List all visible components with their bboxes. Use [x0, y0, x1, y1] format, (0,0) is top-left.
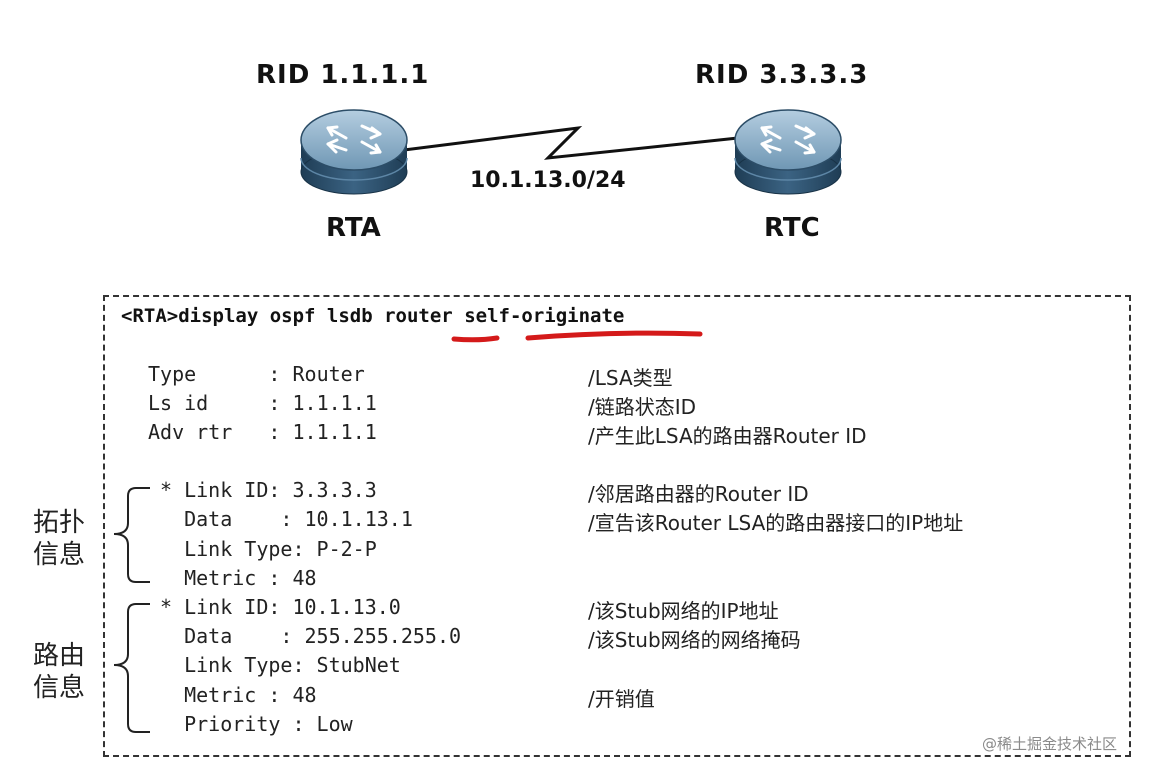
topology-brace — [113, 487, 150, 583]
lsa-advrtr-line: Adv rtr : 1.1.1.1 — [148, 420, 377, 444]
cli-command: <RTA>display ospf lsdb router self-origi… — [121, 305, 624, 327]
route-link-id-line: * Link ID: 10.1.13.0 — [160, 595, 401, 619]
rta-name: RTA — [326, 213, 381, 243]
serial-link — [403, 125, 739, 160]
route-link-type-line: Link Type: StubNet — [160, 653, 401, 677]
topology-diagram — [300, 109, 842, 195]
topo-link-type-line: Link Type: P-2-P — [160, 537, 377, 561]
topo-link-id-comment: /邻居路由器的Router ID — [588, 482, 809, 506]
lsa-type-line: Type : Router — [148, 362, 365, 386]
underline-router — [451, 335, 500, 343]
rtc-router-id: RID 3.3.3.3 — [695, 60, 869, 90]
underline-self-originate — [525, 330, 703, 341]
rta-router-id: RID 1.1.1.1 — [256, 60, 430, 90]
keyword-underlines — [451, 330, 703, 343]
lsa-advrtr-comment: /产生此LSA的路由器Router ID — [588, 424, 867, 448]
route-priority-line: Priority : Low — [160, 712, 353, 736]
link-network-label: 10.1.13.0/24 — [470, 168, 626, 193]
route-data-line: Data : 255.255.255.0 — [160, 624, 462, 648]
watermark: @稀土掘金技术社区 — [982, 735, 1118, 753]
lsa-type-comment: /LSA类型 — [588, 366, 673, 390]
route-info-label: 路由信息 — [33, 641, 86, 703]
rtc-name: RTC — [764, 213, 820, 243]
topo-metric-line: Metric : 48 — [160, 566, 317, 590]
route-metric-line: Metric : 48 — [160, 683, 317, 707]
topo-data-line: Data : 10.1.13.1 — [160, 507, 413, 531]
topo-link-id-line: * Link ID: 3.3.3.3 — [160, 478, 377, 502]
route-brace — [113, 603, 150, 733]
group-braces — [113, 487, 150, 733]
route-data-comment: /该Stub网络的网络掩码 — [588, 628, 801, 652]
router-icon — [300, 109, 408, 195]
cli-output-box — [103, 295, 1131, 757]
command-keyword-self-originate: self-originate — [464, 305, 625, 327]
lsa-lsid-comment: /链路状态ID — [588, 395, 697, 419]
topology-info-label: 拓扑信息 — [33, 508, 86, 570]
command-prompt: <RTA>display ospf lsdb — [121, 305, 385, 327]
router-icon — [734, 109, 842, 195]
topo-data-comment: /宣告该Router LSA的路由器接口的IP地址 — [588, 511, 964, 535]
route-metric-comment: /开销值 — [588, 687, 655, 711]
route-link-id-comment: /该Stub网络的IP地址 — [588, 599, 779, 623]
lsa-lsid-line: Ls id : 1.1.1.1 — [148, 391, 377, 415]
command-keyword-router: router — [384, 305, 453, 327]
